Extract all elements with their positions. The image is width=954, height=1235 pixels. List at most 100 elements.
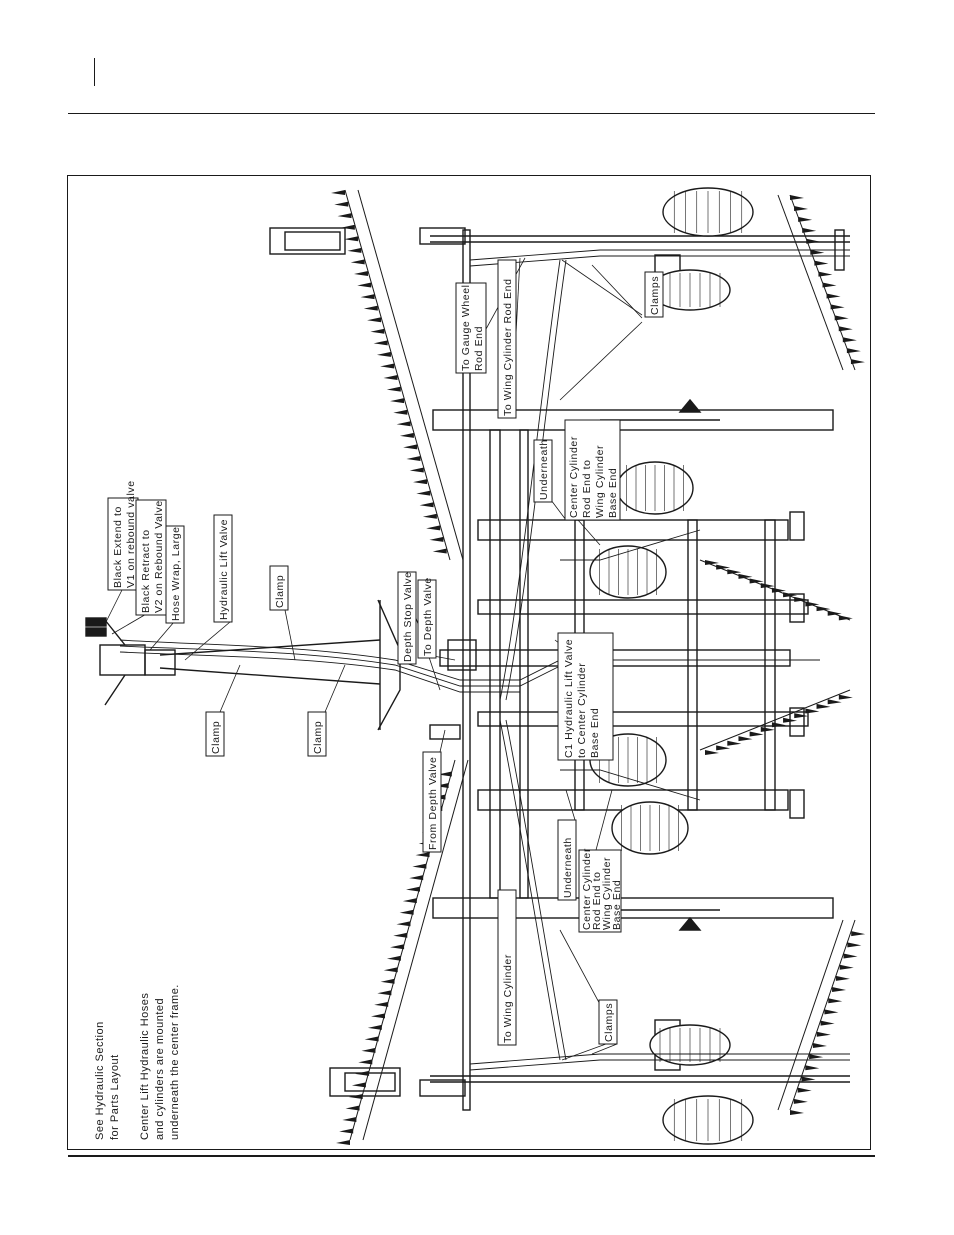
tine-tooth xyxy=(432,548,447,554)
note-line-3: Center Lift Hydraulic Hoses xyxy=(139,993,151,1140)
label-black-retract-1: Black Retract to xyxy=(140,529,152,613)
tine-tooth xyxy=(422,513,437,519)
tine-tooth xyxy=(380,363,395,369)
tine-tooth xyxy=(415,852,430,858)
label-wing-rod-end: To Wing Cylinder Rod End xyxy=(502,278,514,416)
tine-tooth xyxy=(351,1082,366,1088)
figure-frame xyxy=(67,175,871,1150)
label-clamps-left: Clamps xyxy=(603,1003,615,1042)
label-center-cyl-left-1: Center Cylinder xyxy=(581,848,593,930)
tine-tooth xyxy=(403,444,418,450)
tine-tooth xyxy=(399,909,414,915)
tine-tooth xyxy=(434,783,449,789)
tine-tooth xyxy=(827,699,842,705)
label-center-cyl-left-2: Rod End to xyxy=(591,871,603,930)
label-c1-valve-3: Base End xyxy=(589,708,601,758)
tine-tooth xyxy=(416,490,431,496)
tine-tooth xyxy=(390,398,405,404)
callout-labels: Black Extend to V1 on rebound valve Blac… xyxy=(112,276,661,1043)
tine-tooth xyxy=(340,224,355,230)
tine-tooth xyxy=(839,964,854,970)
tine-tooth xyxy=(393,409,408,415)
tine-tooth xyxy=(834,315,849,321)
label-underneath-right: Underneath xyxy=(538,439,550,500)
tine-tooth xyxy=(380,978,395,984)
tine-tooth xyxy=(843,953,858,959)
tine-tooth xyxy=(705,750,719,755)
note-line-5: underneath the center frame. xyxy=(169,984,181,1140)
tine-tooth xyxy=(749,578,764,584)
tine-tooth xyxy=(838,694,853,700)
tine-tooth xyxy=(337,213,352,219)
tine-tooth xyxy=(727,569,742,575)
label-clamp-left: Clamp xyxy=(210,721,222,754)
tine-tooth xyxy=(396,921,411,927)
tine-tooth xyxy=(350,259,365,265)
tine-tooth xyxy=(386,955,401,961)
tine-tooth xyxy=(826,293,841,299)
tine-tooth xyxy=(824,1009,839,1015)
tine-tooth xyxy=(794,713,809,719)
tine-tooth xyxy=(802,227,817,233)
tine-tooth xyxy=(760,583,775,589)
tine-tooth xyxy=(850,359,865,365)
tine-tooth xyxy=(846,348,861,354)
tine-tooth xyxy=(805,1065,820,1071)
tine-tooth xyxy=(760,726,775,732)
tine-tooth xyxy=(805,601,820,607)
label-center-cyl-right-2: Rod End to xyxy=(581,459,593,518)
label-center-cyl-left-4: Base End xyxy=(611,880,623,930)
label-center-cyl-right-3: Wing Cylinder xyxy=(594,445,606,518)
tine-tooth xyxy=(383,967,398,973)
tine-tooth xyxy=(809,1054,824,1060)
tine-tooth xyxy=(342,1116,357,1122)
footer-rule xyxy=(68,1155,875,1157)
tine-tooth xyxy=(806,238,821,244)
tine-tooth xyxy=(409,467,424,473)
label-clamps-right: Clamps xyxy=(649,276,661,315)
tine-tooth xyxy=(374,1001,389,1007)
tine-tooth xyxy=(805,708,820,714)
tine-tooth xyxy=(344,236,359,242)
tine-teeth xyxy=(331,190,866,1145)
tine-tooth xyxy=(406,455,421,461)
tine-tooth xyxy=(851,931,866,937)
tine-tooth xyxy=(429,536,444,542)
tine-tooth xyxy=(331,190,345,195)
note-line-4: and cylinders are mounted xyxy=(154,998,166,1140)
tine-tooth xyxy=(373,340,388,346)
label-clamp-mid: Clamp xyxy=(312,721,324,754)
tine-tooth xyxy=(363,305,378,311)
tine-tooth xyxy=(716,564,731,570)
tine-tooth xyxy=(798,216,813,222)
note-line-2: for Parts Layout xyxy=(109,1054,121,1140)
tine-tooth xyxy=(705,560,719,565)
label-center-cyl-right-4: Base End xyxy=(607,468,619,518)
tine-tooth xyxy=(830,304,845,310)
tine-tooth xyxy=(738,573,753,579)
tine-tooth xyxy=(383,375,398,380)
tine-tooth xyxy=(426,525,441,531)
tine-tooth xyxy=(816,1031,831,1037)
tine-tooth xyxy=(336,1140,350,1145)
tine-tooth xyxy=(367,1024,382,1030)
label-underneath-left: Underneath xyxy=(562,837,574,898)
label-hydraulic-lift-valve: Hydraulic Lift Valve xyxy=(218,519,230,620)
label-hose-wrap: Hose Wrap, Large xyxy=(170,526,182,621)
tine-tooth xyxy=(793,1098,808,1104)
tires xyxy=(589,187,754,1145)
label-depth-stop-valve: Depth Stop Valve xyxy=(402,571,414,662)
tine-tooth xyxy=(361,1047,376,1053)
tine-tooth xyxy=(838,326,853,332)
tine-tooth xyxy=(749,731,764,737)
note-line-1: See Hydraulic Section xyxy=(94,1021,106,1140)
tine-tooth xyxy=(334,201,349,207)
label-from-depth-valve: From Depth Valve xyxy=(427,757,439,850)
label-center-cyl-right-1: Center Cylinder xyxy=(568,436,580,518)
tine-tooth xyxy=(419,502,434,508)
general-notes: See Hydraulic Section for Parts Layout C… xyxy=(94,984,181,1140)
tine-tooth xyxy=(847,942,862,948)
tine-tooth xyxy=(386,386,401,392)
tine-tooth xyxy=(377,990,392,996)
